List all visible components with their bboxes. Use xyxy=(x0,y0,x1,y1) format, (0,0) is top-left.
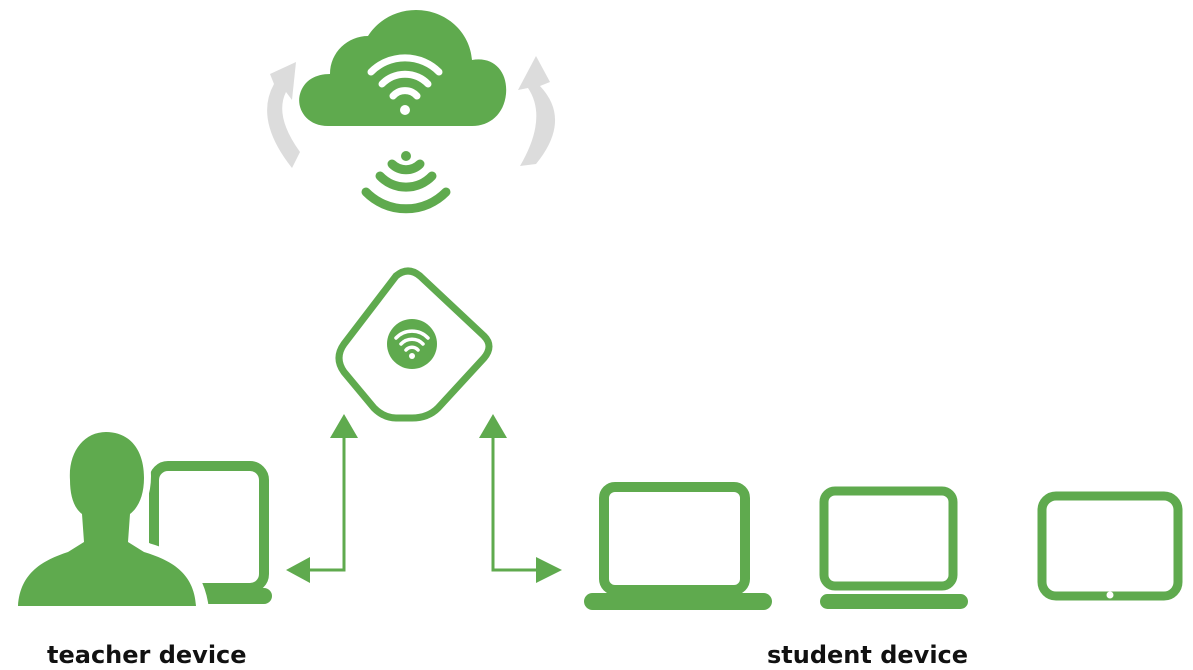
arrow-right-icon xyxy=(536,557,562,583)
teacher-person-icon xyxy=(4,422,210,615)
teacher-connector xyxy=(286,414,358,583)
cloud-wifi-icon xyxy=(299,10,507,126)
arrow-left-icon xyxy=(286,557,310,583)
laptop-icon xyxy=(819,486,968,609)
sync-arrow-right-icon xyxy=(518,56,556,166)
sync-arrows xyxy=(267,56,556,168)
laptop-icon xyxy=(584,482,772,610)
tablet-icon xyxy=(1037,491,1183,601)
teacher-device-label: teacher device xyxy=(47,641,247,669)
access-point-icon xyxy=(335,267,493,422)
student-device-label: student device xyxy=(767,641,969,669)
arrow-up-icon xyxy=(330,414,358,438)
arrow-up-icon xyxy=(479,414,507,438)
sync-arrow-left-icon xyxy=(267,62,300,168)
student-connector xyxy=(479,414,562,583)
wireless-signal-icon xyxy=(361,151,451,214)
